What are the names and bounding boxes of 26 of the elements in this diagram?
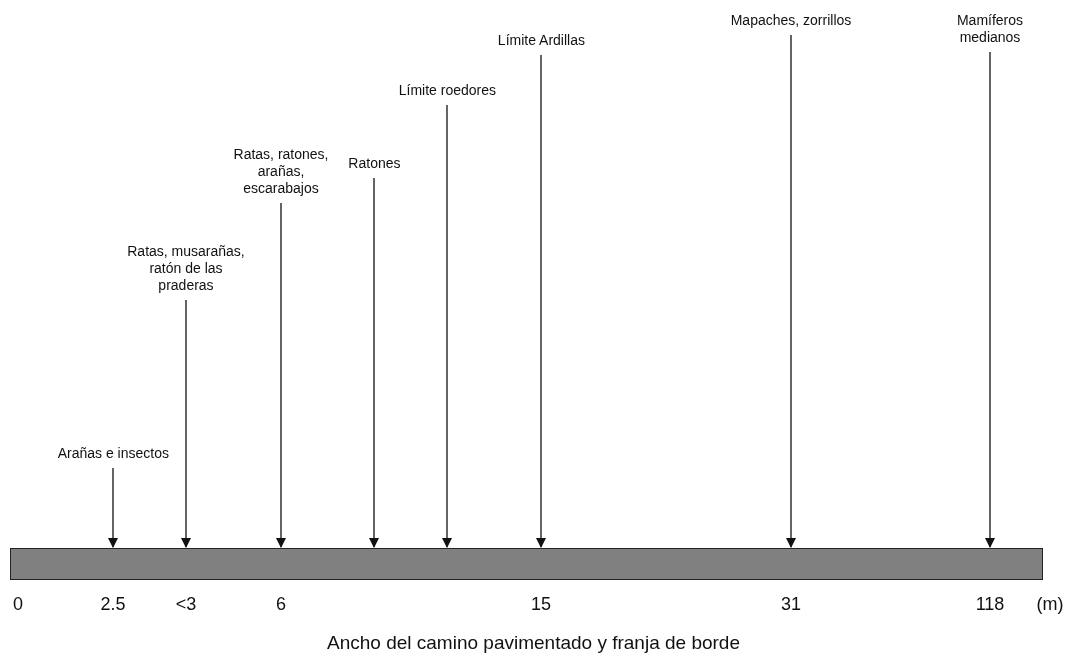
road-bar bbox=[10, 548, 1043, 580]
animal-label: Límite Ardillas bbox=[496, 32, 587, 49]
arrow bbox=[369, 177, 379, 548]
axis-value: 6 bbox=[276, 594, 286, 615]
arrow bbox=[985, 51, 995, 548]
arrow bbox=[786, 34, 796, 548]
axis-value: 15 bbox=[531, 594, 551, 615]
axis-value: 0 bbox=[13, 594, 23, 615]
axis-value: <3 bbox=[175, 594, 197, 615]
arrow bbox=[181, 299, 191, 548]
arrow bbox=[536, 54, 546, 548]
animal-label: Ratas, musarañas, ratón de las praderas bbox=[125, 243, 247, 294]
axis-value: 31 bbox=[781, 594, 801, 615]
axis-value: 2.5 bbox=[100, 594, 126, 615]
animal-label: Ratones bbox=[346, 155, 402, 172]
arrow bbox=[442, 104, 452, 548]
axis-value: 118 bbox=[975, 594, 1005, 615]
animal-label: Mamíferos medianos bbox=[929, 12, 1051, 46]
arrow bbox=[276, 202, 286, 548]
axis-value: (m) bbox=[1036, 594, 1064, 615]
animal-label: Mapaches, zorrillos bbox=[730, 12, 852, 29]
animal-label: Arañas e insectos bbox=[56, 445, 171, 462]
axis-caption: Ancho del camino pavimentado y franja de borde bbox=[327, 632, 740, 653]
animal-label: Ratas, ratones, arañas, escarabajos bbox=[220, 146, 342, 197]
animal-label: Límite roedores bbox=[397, 82, 498, 99]
arrow bbox=[108, 467, 118, 548]
